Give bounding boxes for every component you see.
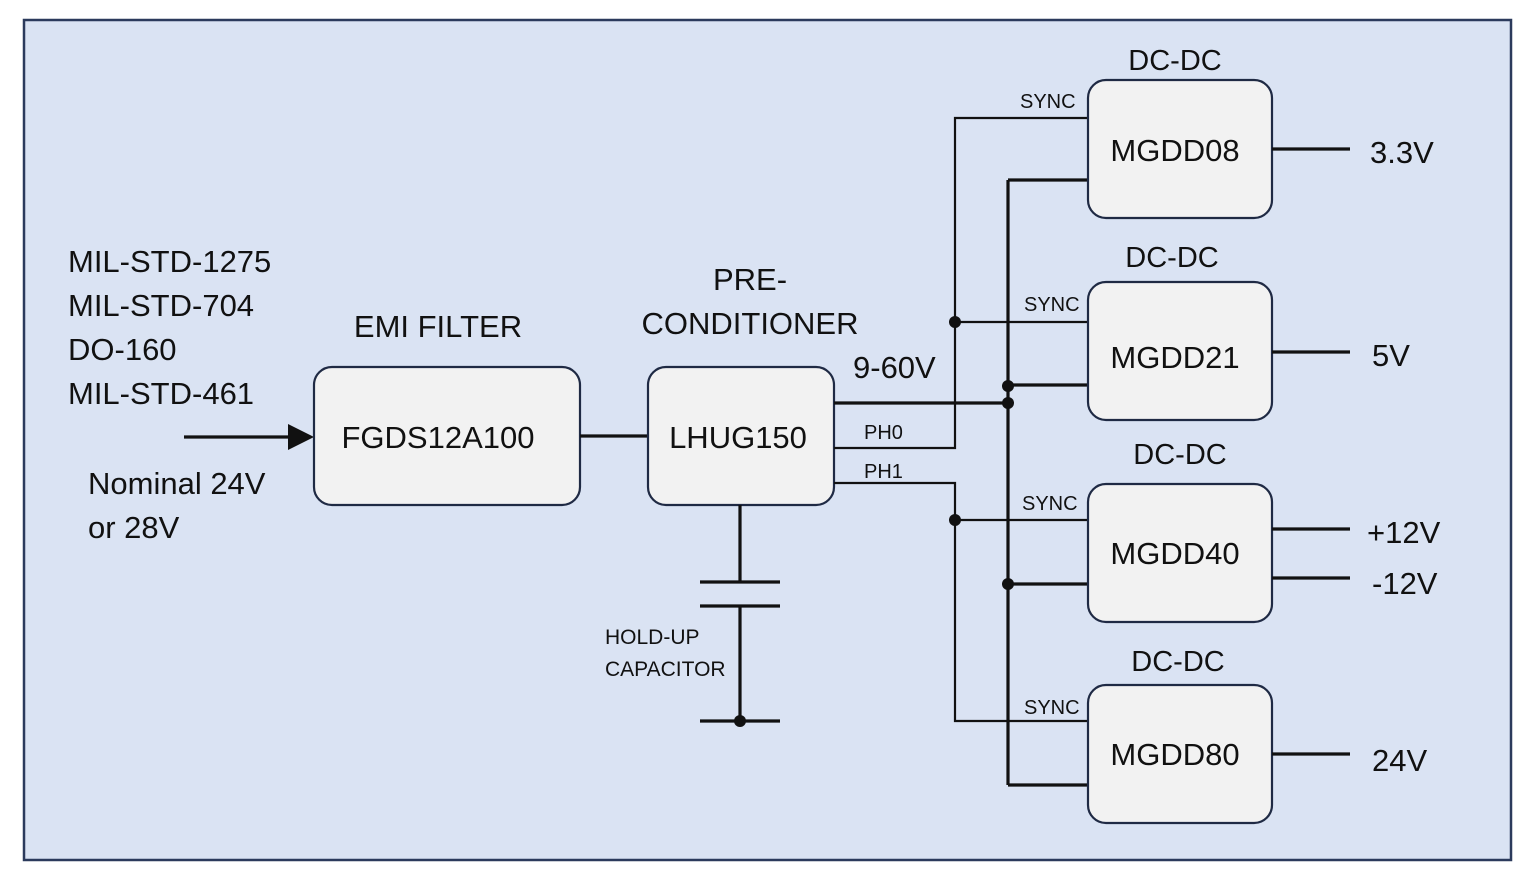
capacitor-label: CAPACITOR	[605, 658, 726, 681]
output-voltage-label: +12V	[1367, 515, 1441, 550]
input-voltage-label: Nominal 24V	[88, 466, 266, 501]
capacitor-label: HOLD-UP	[605, 626, 700, 649]
bus-voltage-label: 9-60V	[853, 350, 936, 385]
bus-node	[1002, 578, 1014, 590]
output-voltage-label: 24V	[1372, 743, 1427, 778]
sync-label: SYNC	[1024, 697, 1080, 719]
ph1-sync-wire	[834, 481, 1088, 723]
preconditioner-title: CONDITIONER	[642, 306, 859, 341]
converter-part: MGDD21	[1110, 340, 1239, 375]
output-voltage-label: 3.3V	[1370, 135, 1434, 170]
bus-node	[1002, 397, 1014, 409]
sync-label: SYNC	[1022, 493, 1078, 515]
converter-title: DC-DC	[1133, 439, 1226, 471]
preconditioner-part: LHUG150	[669, 420, 807, 455]
emi-filter-part: FGDS12A100	[342, 420, 535, 455]
sync-label: SYNC	[1020, 91, 1076, 113]
capacitor-node	[734, 715, 746, 727]
converter-part: MGDD40	[1110, 536, 1239, 571]
converter-title: DC-DC	[1128, 45, 1221, 77]
input-arrow-head	[288, 424, 314, 450]
sync-label: SYNC	[1024, 294, 1080, 316]
bus-node	[1002, 380, 1014, 392]
standard-label: DO-160	[68, 332, 177, 367]
converter-part: MGDD08	[1110, 133, 1239, 168]
standard-label: MIL-STD-461	[68, 376, 254, 411]
preconditioner-title: PRE-	[713, 262, 787, 297]
ph0-label: PH0	[864, 422, 903, 444]
ph0-node	[949, 316, 961, 328]
standard-label: MIL-STD-1275	[68, 244, 271, 279]
converter-title: DC-DC	[1125, 242, 1218, 274]
ph1-label: PH1	[864, 461, 903, 483]
ph1-node	[949, 514, 961, 526]
converter-part: MGDD80	[1110, 737, 1239, 772]
standard-label: MIL-STD-704	[68, 288, 254, 323]
ph0-sync-wire	[834, 116, 1088, 450]
input-voltage-label: or 28V	[88, 510, 180, 545]
output-voltage-label: -12V	[1372, 566, 1438, 601]
converter-block-mgdd40	[1086, 482, 1274, 624]
converter-title: DC-DC	[1131, 646, 1224, 678]
output-voltage-label: 5V	[1372, 338, 1410, 373]
emi-filter-title: EMI FILTER	[354, 309, 522, 344]
